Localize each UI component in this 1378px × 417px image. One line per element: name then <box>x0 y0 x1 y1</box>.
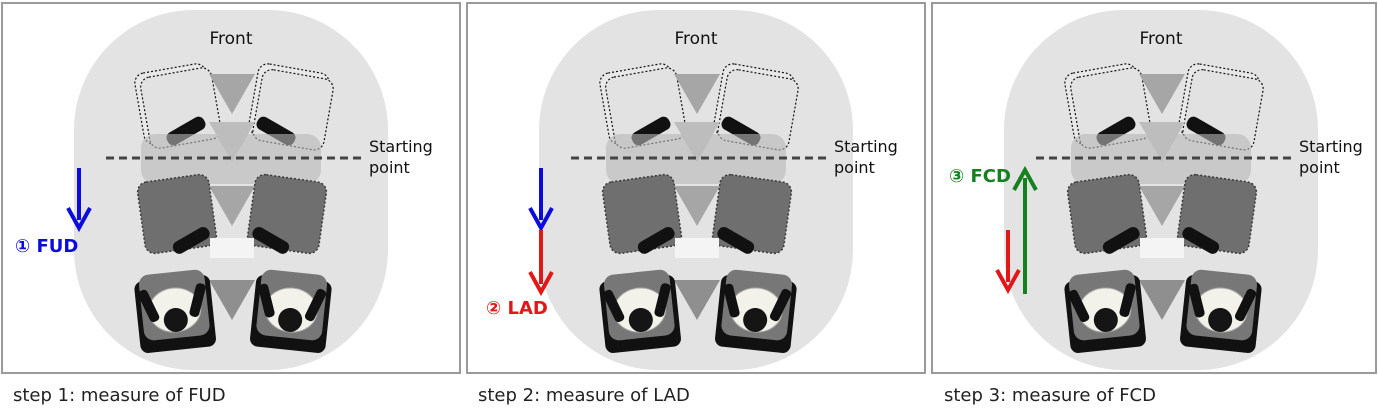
panel-step-1: Front Starting point ① FUD <box>1 2 461 374</box>
center-gap <box>210 238 254 258</box>
center-gap <box>1140 238 1184 258</box>
triangle-2 <box>674 122 720 162</box>
right-person <box>248 267 334 355</box>
triangle-1 <box>674 74 720 114</box>
right-person <box>1178 267 1264 355</box>
panel-step-2: Front Starting point ② LAD <box>466 2 926 374</box>
starting-label-line2: point <box>369 158 410 177</box>
starting-label-line1: Starting <box>1299 137 1363 156</box>
triangle-3 <box>1139 186 1185 226</box>
step-label: ① FUD <box>15 236 78 257</box>
front-label: Front <box>675 29 718 49</box>
right-seat-handle <box>1182 227 1220 254</box>
fcd-arrow <box>1012 165 1038 294</box>
triangle-2 <box>1139 122 1185 162</box>
caption-step-1: step 1: measure of FUD <box>13 385 226 406</box>
triangle-4 <box>674 280 720 320</box>
triangle-4 <box>1139 280 1185 320</box>
triangle-3 <box>209 186 255 226</box>
starting-label-line2: point <box>1299 158 1340 177</box>
left-seat-handle <box>172 227 210 254</box>
caption-step-2: step 2: measure of LAD <box>478 385 690 406</box>
step-label: ③ FCD <box>949 166 1011 187</box>
fud-arrow <box>528 168 554 233</box>
triangle-2 <box>209 122 255 162</box>
starting-label-line2: point <box>834 158 875 177</box>
fud-arrow <box>66 168 92 233</box>
center-gap <box>675 238 719 258</box>
triangle-1 <box>1139 74 1185 114</box>
left-person <box>132 267 218 355</box>
left-person <box>597 267 683 355</box>
lad-arrow <box>995 230 1021 295</box>
right-person <box>713 267 799 355</box>
left-seat-handle <box>1102 227 1140 254</box>
triangle-1 <box>209 74 255 114</box>
triangle-3 <box>674 186 720 226</box>
left-person <box>1062 267 1148 355</box>
step-label: ② LAD <box>486 298 548 319</box>
front-label: Front <box>1140 29 1183 49</box>
right-seat-handle <box>252 227 290 254</box>
starting-label-line1: Starting <box>834 137 898 156</box>
starting-label-line1: Starting <box>369 137 433 156</box>
front-label: Front <box>210 29 253 49</box>
triangle-4 <box>209 280 255 320</box>
lad-arrow <box>528 230 554 297</box>
caption-step-3: step 3: measure of FCD <box>944 385 1156 406</box>
left-seat-handle <box>637 227 675 254</box>
right-seat-handle <box>717 227 755 254</box>
panel-step-3: Front Starting point ③ FCD <box>931 2 1378 374</box>
